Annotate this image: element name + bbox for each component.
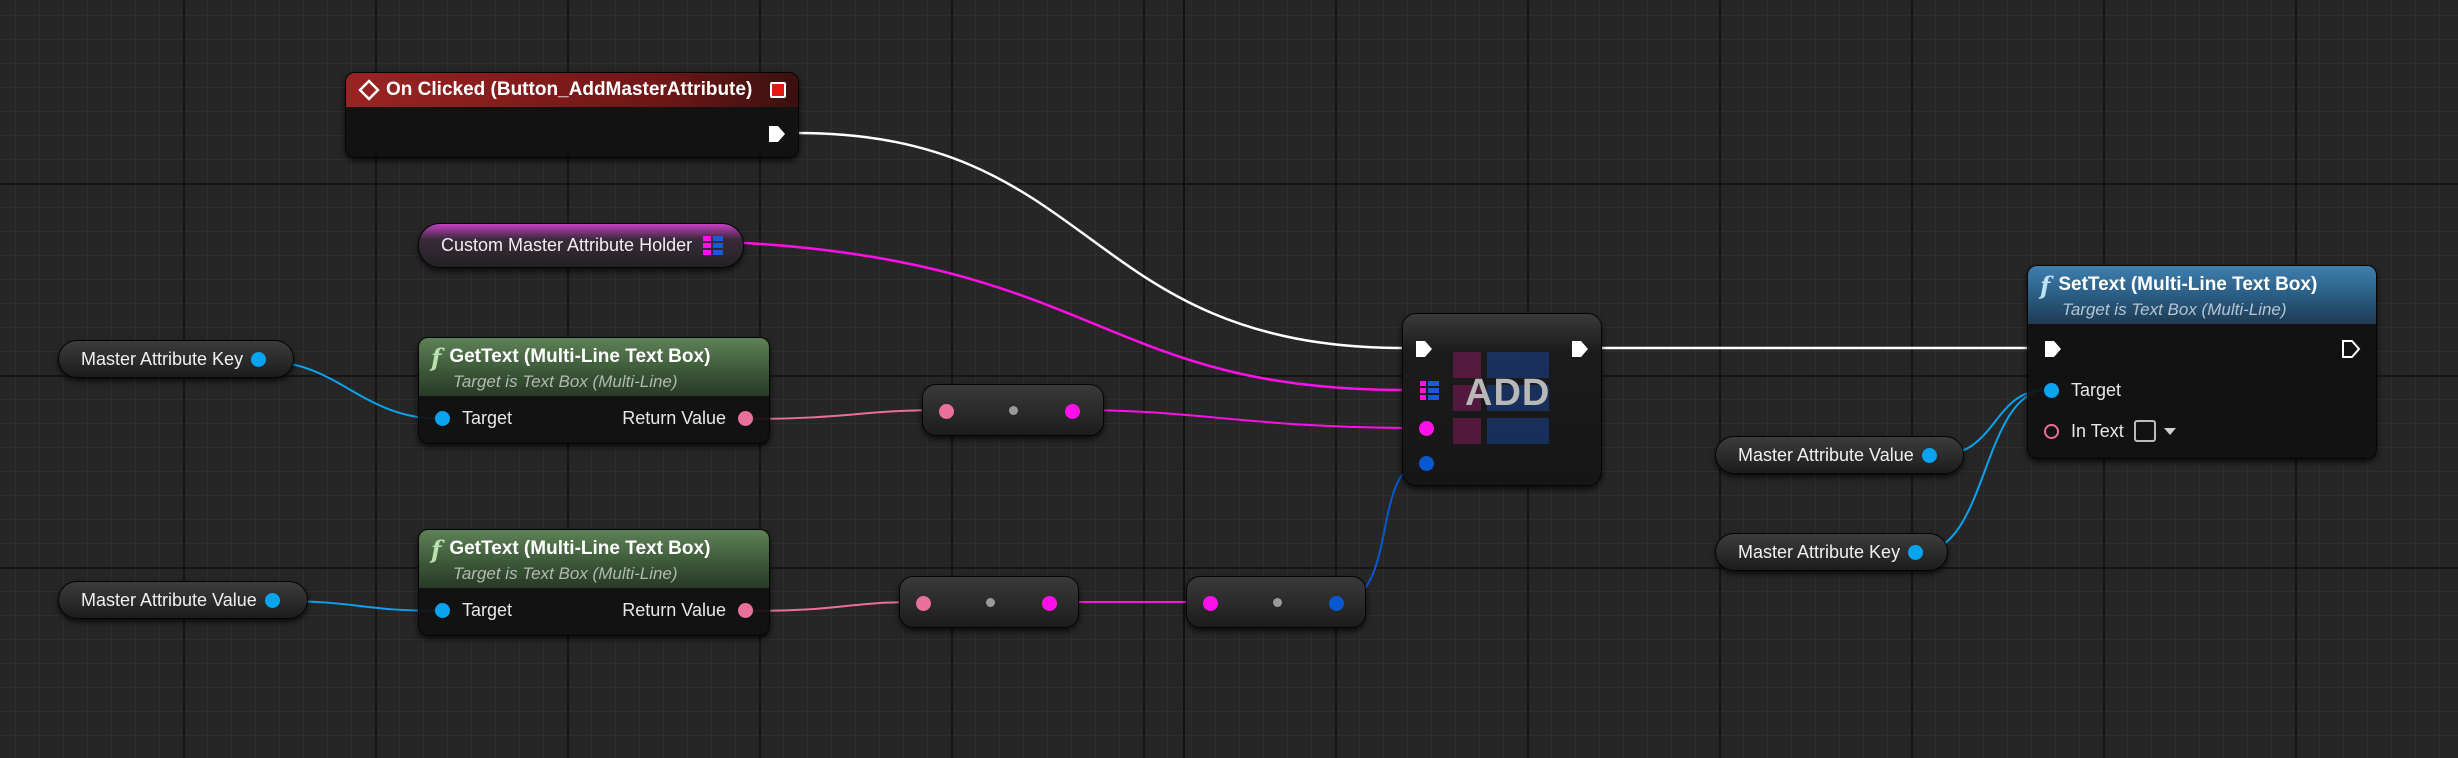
- event-node-header: On Clicked (Button_AddMasterAttribute): [346, 73, 798, 107]
- gettext-2-subtitle: Target is Text Box (Multi-Line): [453, 563, 678, 583]
- text-wire-gettext1-to-reroute: [742, 409, 945, 420]
- settext-header: f SetText (Multi-Line Text Box) Target i…: [2028, 266, 2376, 324]
- gettext-1-target-pin-row[interactable]: Target: [435, 408, 512, 429]
- conversion-node-name-to-struct[interactable]: [1186, 576, 1366, 628]
- conversion-node-text-to-name-2[interactable]: [899, 576, 1079, 628]
- gettext-1-target-pin[interactable]: [435, 411, 450, 426]
- gettext-2-target-pin[interactable]: [435, 603, 450, 618]
- gettext-1-title: GetText (Multi-Line Text Box): [449, 346, 711, 367]
- gettext-node-2[interactable]: f GetText (Multi-Line Text Box) Target i…: [418, 529, 770, 636]
- conversion-node-text-to-name-1[interactable]: [922, 384, 1104, 436]
- event-diamond-icon: [358, 79, 380, 101]
- settext-title: SetText (Multi-Line Text Box): [2058, 274, 2318, 295]
- settext-exec-out-pin[interactable]: [2340, 338, 2362, 360]
- conversion-2-dot: [986, 598, 995, 607]
- conversion-2-in-pin[interactable]: [916, 596, 931, 611]
- chevron-down-icon[interactable]: [2163, 427, 2176, 435]
- conversion-3-out-pin[interactable]: [1329, 596, 1344, 611]
- var-holder-label: Custom Master Attribute Holder: [441, 235, 693, 255]
- var-value-right-label: Master Attribute Value: [1738, 444, 1914, 465]
- gettext-2-title: GetText (Multi-Line Text Box): [449, 538, 711, 559]
- gettext-1-return-label: Return Value: [622, 408, 726, 428]
- gettext-1-target-label: Target: [462, 408, 513, 428]
- gettext-2-target-pin-row[interactable]: Target: [435, 600, 512, 621]
- var-value-left-pin[interactable]: [264, 592, 280, 608]
- conversion-3-dot: [1273, 598, 1282, 607]
- map-wire-holder-to-add: [727, 240, 1405, 392]
- conversion-2-out-pin[interactable]: [1042, 596, 1057, 611]
- text-wire-gettext2-to-reroute: [742, 601, 922, 612]
- settext-target-label: Target: [2071, 380, 2122, 400]
- gettext-2-header: f GetText (Multi-Line Text Box) Target i…: [419, 530, 769, 588]
- gettext-1-return-pin-row[interactable]: Return Value: [622, 408, 753, 429]
- conversion-1-dot: [1009, 406, 1018, 415]
- settext-intext-textbox[interactable]: [2133, 420, 2156, 442]
- var-custom-master-attribute-holder[interactable]: Custom Master Attribute Holder: [418, 223, 744, 268]
- add-map-in-pin[interactable]: [1419, 380, 1441, 402]
- add-node-label: ADD: [1465, 372, 1551, 414]
- gettext-1-subtitle: Target is Text Box (Multi-Line): [453, 371, 678, 391]
- map-grid-icon[interactable]: [702, 235, 724, 257]
- gettext-1-return-pin[interactable]: [738, 411, 753, 426]
- function-icon: f: [431, 342, 442, 372]
- event-node-stop-icon: [770, 82, 786, 98]
- settext-node[interactable]: f SetText (Multi-Line Text Box) Target i…: [2027, 265, 2377, 459]
- add-key-in-pin[interactable]: [1419, 421, 1434, 436]
- gettext-node-1[interactable]: f GetText (Multi-Line Text Box) Target i…: [418, 337, 770, 444]
- gettext-2-return-label: Return Value: [622, 600, 726, 620]
- var-key-left-pin[interactable]: [251, 351, 267, 367]
- conversion-3-in-pin[interactable]: [1203, 596, 1218, 611]
- conversion-1-in-pin[interactable]: [939, 404, 954, 419]
- settext-intext-label: In Text: [2071, 420, 2124, 441]
- gettext-1-header: f GetText (Multi-Line Text Box) Target i…: [419, 338, 769, 396]
- var-master-attribute-key-right[interactable]: Master Attribute Key: [1715, 533, 1948, 571]
- var-value-right-pin[interactable]: [1921, 447, 1937, 463]
- var-value-left-label: Master Attribute Value: [81, 589, 257, 610]
- add-exec-out-pin[interactable]: [1569, 338, 1591, 360]
- function-icon: f: [431, 534, 442, 564]
- gettext-2-target-label: Target: [462, 600, 513, 620]
- settext-subtitle: Target is Text Box (Multi-Line): [2062, 299, 2287, 319]
- var-master-attribute-key-left[interactable]: Master Attribute Key: [58, 340, 294, 378]
- add-value-in-pin[interactable]: [1419, 456, 1434, 471]
- add-exec-in-pin[interactable]: [1413, 338, 1435, 360]
- var-master-attribute-value-right[interactable]: Master Attribute Value: [1715, 436, 1964, 474]
- graph-major-gridline: [1183, 0, 1185, 758]
- conversion-1-out-pin[interactable]: [1065, 404, 1080, 419]
- map-add-node[interactable]: ADD: [1402, 313, 1602, 486]
- settext-exec-in-pin[interactable]: [2042, 338, 2064, 360]
- var-key-right-pin[interactable]: [1908, 544, 1924, 560]
- function-icon: f: [2040, 270, 2051, 300]
- event-node-title: On Clicked (Button_AddMasterAttribute): [386, 79, 753, 100]
- gettext-2-return-pin[interactable]: [738, 603, 753, 618]
- settext-intext-pin-row[interactable]: In Text: [2044, 420, 2176, 442]
- var-key-left-label: Master Attribute Key: [81, 348, 244, 369]
- settext-target-pin[interactable]: [2044, 383, 2059, 398]
- settext-target-pin-row[interactable]: Target: [2044, 380, 2121, 401]
- exec-wire-event-to-add: [796, 131, 1405, 350]
- settext-intext-pin[interactable]: [2044, 423, 2059, 439]
- var-master-attribute-value-left[interactable]: Master Attribute Value: [58, 581, 308, 619]
- var-key-right-label: Master Attribute Key: [1738, 541, 1901, 562]
- map-background-icon: [1453, 352, 1549, 444]
- event-node-on-clicked[interactable]: On Clicked (Button_AddMasterAttribute): [345, 72, 799, 158]
- name-wire-reroute-to-add: [1075, 409, 1421, 429]
- exec-out-pin[interactable]: [766, 123, 788, 145]
- gettext-2-return-pin-row[interactable]: Return Value: [622, 600, 753, 621]
